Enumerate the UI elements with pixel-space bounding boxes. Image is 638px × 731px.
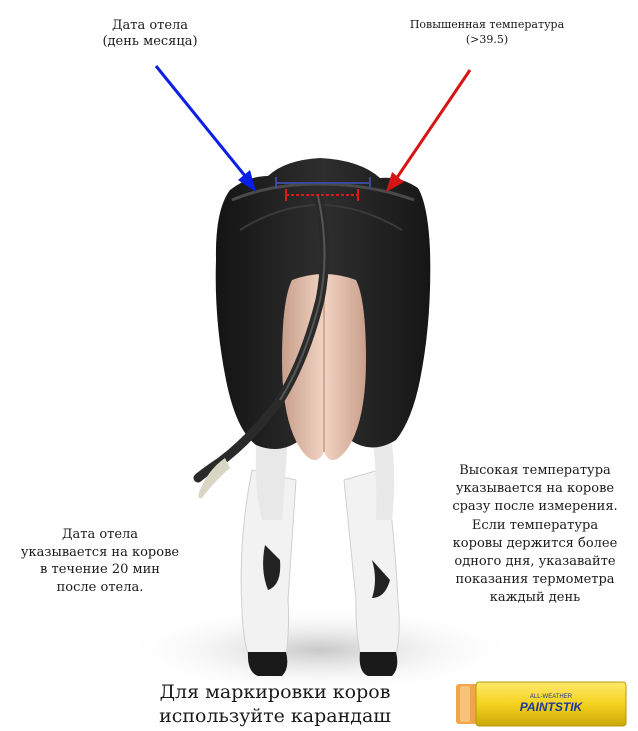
high-temperature-label: Повышенная температура (>39.5) xyxy=(392,18,582,48)
paintstik-crayon: ALL-WEATHER PAINTSTIK xyxy=(456,682,626,726)
blue-arrow xyxy=(156,66,256,192)
red-arrow xyxy=(386,70,470,192)
calving-date-note: Дата отела указывается на корове в течен… xyxy=(0,526,200,596)
crayon-brand: PAINTSTIK xyxy=(520,700,584,714)
calving-date-label: Дата отела (день месяца) xyxy=(80,18,220,51)
temperature-note: Высокая температура указывается на коров… xyxy=(432,462,638,608)
bottom-caption: Для маркировки коров используйте каранда… xyxy=(125,681,425,729)
